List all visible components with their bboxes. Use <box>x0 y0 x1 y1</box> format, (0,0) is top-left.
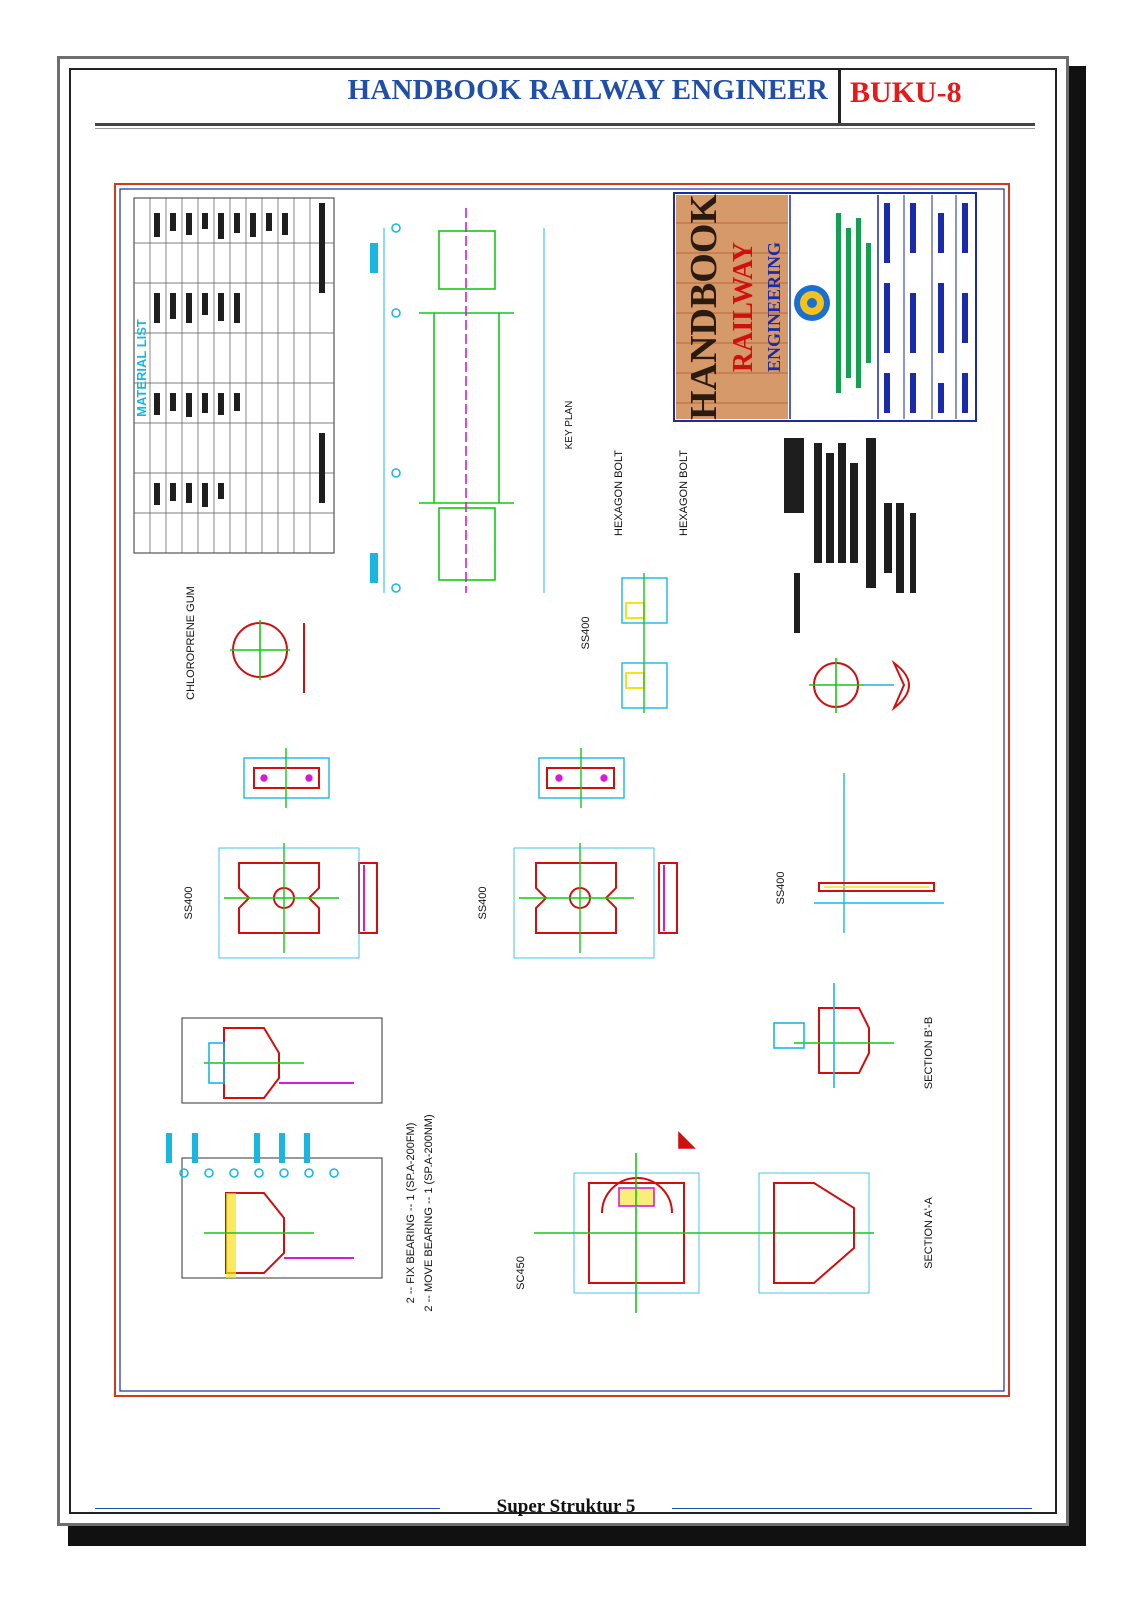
header-rule <box>95 123 1035 126</box>
footer-rule-left <box>95 1508 440 1509</box>
ss400-plate-detail <box>814 773 944 933</box>
hexagon-bolt-label-1: HEXAGON BOLT <box>613 450 625 536</box>
logo-text-railway: RAILWAY <box>728 242 759 372</box>
section-b-label: SECTION B'-B <box>923 1017 935 1089</box>
material-list-title: MATERIAL LIST <box>134 319 149 417</box>
key-plan-label: KEY PLAN <box>564 401 575 450</box>
bearing-plan-right <box>513 748 678 959</box>
ss400-label-1: SS400 <box>580 616 592 649</box>
hexagon-bolt-label-2: HEXAGON BOLT <box>678 450 690 536</box>
hexagon-nut-detail <box>809 658 910 713</box>
cad-drawing: MATERIAL LIST KEY PLAN HEXAGON BOLT HEXA… <box>114 183 1010 1397</box>
fix-bearing-note: 2 -- FIX BEARING -- 1 (SP.A-200FM) <box>405 1123 417 1304</box>
ss400-label-4: SS400 <box>775 871 787 904</box>
handbook-title: HANDBOOK RAILWAY ENGINEER <box>347 74 828 106</box>
material-list-table <box>133 197 335 554</box>
header-rule-thin <box>95 128 1035 129</box>
section-a-label: SECTION A'-A <box>923 1196 935 1268</box>
main-bearing-detail <box>534 1131 874 1313</box>
title-block: HANDBOOK RAILWAY ENGINEERING <box>673 192 977 422</box>
section-b-detail <box>773 983 894 1088</box>
key-plan <box>370 208 545 593</box>
notes-block <box>784 438 916 633</box>
footer-section-label: Super Struktur 5 <box>496 1496 636 1517</box>
drawing-frame-inner <box>119 188 1005 1392</box>
ss400-label-3: SS400 <box>477 886 489 919</box>
page-inner-border <box>69 68 1057 1514</box>
logo-text-handbook: HANDBOOK <box>683 194 725 420</box>
ss400-label-2: SS400 <box>183 886 195 919</box>
sc450-label: SC450 <box>515 1256 527 1290</box>
bearing-side-view-lower <box>166 1133 383 1279</box>
book-number: BUKU-8 <box>850 76 962 109</box>
bearing-side-view-upper <box>181 1017 383 1104</box>
bearing-plan-left <box>218 748 378 959</box>
chloroprene-gum-detail <box>230 620 305 693</box>
logo-text-engineering: ENGINEERING <box>764 242 784 372</box>
move-bearing-note: 2 -- MOVE BEARING -- 1 (SP.A-200NM) <box>423 1114 435 1311</box>
header-divider <box>838 70 841 124</box>
footer-rule-right <box>672 1508 1032 1509</box>
ss400-detail-top <box>621 573 668 713</box>
chloroprene-gum-label: CHLOROPRENE GUM <box>185 586 197 700</box>
